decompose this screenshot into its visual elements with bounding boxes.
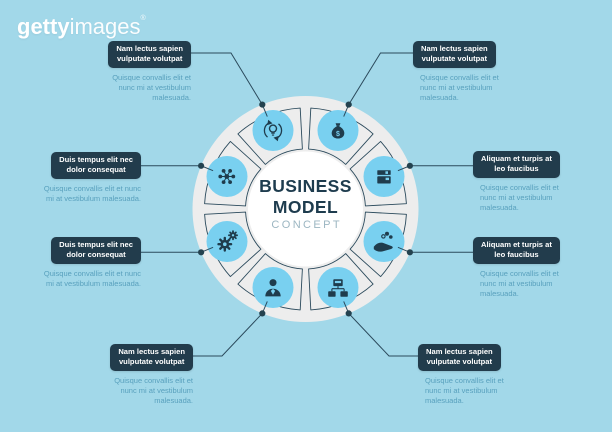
segment-bottom-left [237, 253, 303, 311]
center-title-line1: BUSINESS [259, 176, 352, 196]
label-group-bottom-left: Nam lectus sapien vulputate volutpat Qui… [98, 344, 193, 406]
label-group-middle-right-upper: Aliquam et turpis at leo faucibus Quisqu… [473, 151, 573, 213]
label-description: Quisque convallis elit et nunc mi at ves… [43, 269, 141, 288]
connector-dot [198, 249, 205, 256]
idea-cycle-icon [263, 119, 283, 142]
label-title-line: dolor consequat [66, 165, 126, 174]
label-title-line: Nam lectus sapien [116, 44, 183, 53]
package-box-icon [377, 170, 391, 184]
center-title-block: BUSINESS MODEL CONCEPT [245, 176, 366, 231]
label-title-line: vulputate volutpat [421, 54, 488, 63]
icon-bubble-bottom-left [252, 267, 294, 308]
label-title-line: Aliquam et turpis at [481, 154, 552, 163]
inner-circle [248, 151, 363, 267]
segment-right-lower [349, 211, 407, 278]
label-title-line: leo faucibus [494, 164, 539, 173]
label-group-top-left: Nam lectus sapien vulputate volutpat Qui… [96, 41, 191, 103]
label-title-box: Aliquam et turpis at leo faucibus [473, 237, 560, 264]
label-title-line: vulputate volutpat [118, 357, 185, 366]
center-title-line2: MODEL [272, 196, 339, 217]
label-title-line: leo faucibus [494, 250, 539, 259]
label-title-line: vulputate volutpat [426, 357, 493, 366]
org-hierarchy-icon [328, 279, 348, 297]
label-title-box: Nam lectus sapien vulputate volutpat [418, 344, 501, 371]
hand-coins-icon [373, 231, 393, 252]
label-group-middle-right-lower: Aliquam et turpis at leo faucibus Quisqu… [473, 237, 573, 299]
label-group-top-right: Nam lectus sapien vulputate volutpat Qui… [413, 41, 508, 103]
connector-dot [259, 310, 266, 317]
connector-bottom-right [343, 301, 418, 357]
label-title-line: Nam lectus sapien [421, 44, 488, 53]
label-group-middle-left-lower: Duis tempus elit nec dolor consequat Qui… [34, 237, 141, 289]
center-subtitle: CONCEPT [271, 219, 342, 231]
label-title-line: Nam lectus sapien [118, 347, 185, 356]
gears-icon [217, 230, 238, 252]
watermark-brand-light: images [69, 14, 141, 39]
person-icon [265, 279, 281, 297]
label-title-box: Duis tempus elit nec dolor consequat [51, 237, 141, 264]
label-title-line: dolor consequat [66, 250, 126, 259]
connector-top-left [186, 52, 268, 117]
segment-bottom-right [308, 253, 374, 311]
label-title-line: Duis tempus elit nec [59, 155, 133, 164]
network-icon [218, 169, 236, 185]
money-bag-icon: $ [331, 123, 345, 139]
label-title-box: Nam lectus sapien vulputate volutpat [413, 41, 496, 68]
connector-dot [259, 101, 266, 108]
connector-dot [345, 101, 352, 108]
segment-top-right [308, 107, 374, 165]
segment-top-left [237, 107, 303, 165]
connector-top-right [343, 52, 413, 117]
watermark-brand-bold: getty [17, 14, 70, 39]
label-group-middle-left-upper: Duis tempus elit nec dolor consequat Qui… [34, 152, 141, 204]
label-title-line: vulputate volutpat [116, 54, 183, 63]
label-description: Quisque convallis elit et nunc mi at ves… [43, 184, 141, 203]
label-description: Quisque convallis elit et nunc mi at ves… [480, 183, 559, 212]
connector-dot [406, 249, 413, 256]
label-title-box: Nam lectus sapien vulputate volutpat [108, 41, 191, 68]
label-title-line: Aliquam et turpis at [481, 240, 552, 249]
label-description: Quisque convallis elit et nunc mi at ves… [480, 269, 559, 298]
label-title-box: Duis tempus elit nec dolor consequat [51, 152, 141, 179]
segment-left-upper [204, 140, 262, 207]
gettyimages-watermark: gettyimages® [17, 7, 146, 39]
label-description: Quisque convallis elit et nunc mi at ves… [114, 376, 193, 405]
label-description: Quisque convallis elit et nunc mi at ves… [425, 376, 504, 405]
connector-bottom-left [193, 301, 268, 357]
dollar-symbol: $ [336, 131, 340, 138]
label-description: Quisque convallis elit et nunc mi at ves… [112, 73, 191, 102]
label-title-line: Duis tempus elit nec [59, 240, 133, 249]
icon-bubble-top-left [252, 110, 294, 151]
label-title-box: Nam lectus sapien vulputate volutpat [110, 344, 193, 371]
segment-right-upper [349, 140, 407, 207]
registered-symbol: ® [140, 15, 146, 22]
connector-dot [406, 162, 413, 169]
connector-dot [198, 162, 205, 169]
label-title-box: Aliquam et turpis at leo faucibus [473, 151, 560, 178]
connector-dot [345, 310, 352, 317]
label-description: Quisque convallis elit et nunc mi at ves… [420, 73, 499, 102]
label-title-line: Nam lectus sapien [426, 347, 493, 356]
segment-left-lower [204, 211, 262, 278]
icon-bubble-right-lower [363, 221, 405, 262]
label-group-bottom-right: Nam lectus sapien vulputate volutpat Qui… [418, 344, 518, 406]
